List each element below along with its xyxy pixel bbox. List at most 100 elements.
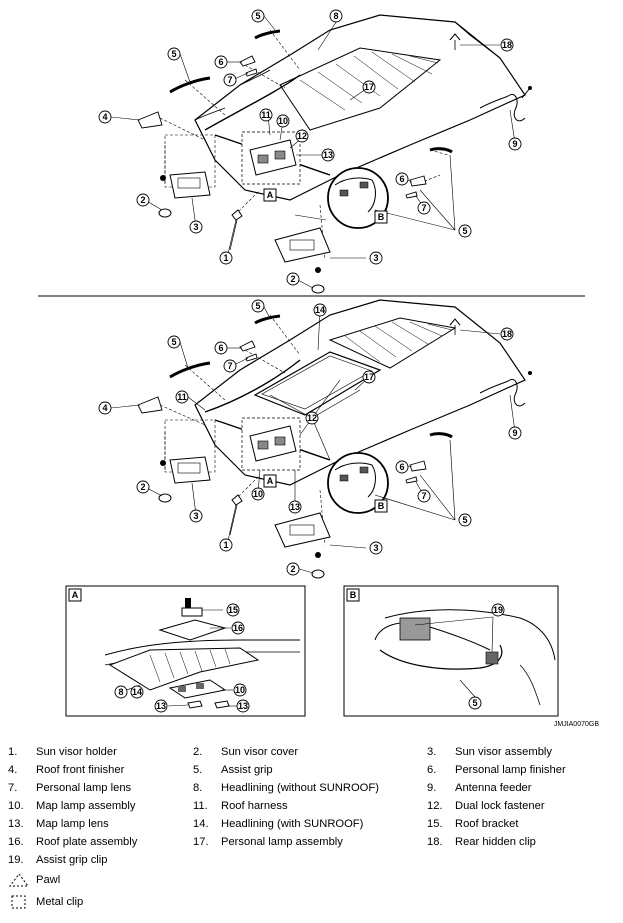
callout-2: 2 (140, 482, 145, 492)
callout-3: 3 (193, 511, 198, 521)
callout-13: 13 (156, 701, 166, 711)
parts-legend: 1.Sun visor holder 2.Sun visor cover 3.S… (8, 743, 618, 913)
callout-5: 5 (171, 49, 176, 59)
detail-ref-boxes (263, 188, 388, 513)
callout-labels: 5 8 5 6 7 4 11 10 12 13 17 18 9 6 7 5 2 … (102, 11, 517, 711)
callout-2: 2 (290, 274, 295, 284)
callout-12: 12 (297, 131, 307, 141)
callout-8: 8 (333, 11, 338, 21)
callout-2: 2 (140, 195, 145, 205)
detail-ref-b: B (378, 501, 385, 511)
callout-12: 12 (307, 413, 317, 423)
callout-5: 5 (462, 515, 467, 525)
legend-num: 11. (193, 800, 208, 812)
callout-13: 13 (323, 150, 333, 160)
callout-8: 8 (118, 687, 123, 697)
callout-14: 14 (315, 305, 325, 315)
legend-label: Map lamp lens (36, 818, 109, 830)
legend-label: Rear hidden clip (455, 836, 536, 848)
diagram-without-sunroof (137, 14, 532, 294)
legend-num: 2. (193, 746, 203, 758)
legend-num: 3. (427, 746, 437, 758)
callout-markers (98, 9, 522, 713)
legend-num: 4. (8, 764, 18, 776)
callout-5: 5 (462, 226, 467, 236)
callout-1: 1 (223, 253, 228, 263)
dashed-triangle-icon (9, 873, 29, 887)
callout-10: 10 (235, 685, 245, 695)
callout-19: 19 (493, 605, 503, 615)
callout-3: 3 (373, 543, 378, 553)
legend-label: Map lamp assembly (36, 800, 136, 812)
symbol-metal-clip: Metal clip (8, 891, 618, 913)
callout-17: 17 (364, 372, 374, 382)
callout-6: 6 (218, 57, 223, 67)
detail-ref-b: B (378, 212, 385, 222)
legend-label: Headlining (with SUNROOF) (221, 818, 364, 830)
callout-9: 9 (512, 139, 517, 149)
callout-1: 1 (223, 540, 228, 550)
legend-num: 10. (8, 800, 24, 812)
detail-b-title: B (350, 590, 357, 600)
legend-label: Assist grip (221, 764, 273, 776)
callout-6: 6 (399, 462, 404, 472)
legend-label: Roof bracket (455, 818, 519, 830)
legend-label: Personal lamp lens (36, 782, 132, 794)
legend-num: 9. (427, 782, 437, 794)
callout-17: 17 (364, 82, 374, 92)
detail-b-panel (343, 585, 559, 717)
legend-label: Personal lamp finisher (455, 764, 566, 776)
legend-num: 6. (427, 764, 437, 776)
legend-label: Dual lock fastener (455, 800, 545, 812)
legend-num: 17. (193, 836, 209, 848)
legend-label: Sun visor cover (221, 746, 299, 758)
legend-num: 16. (8, 836, 24, 848)
symbol-pawl: Pawl (8, 869, 618, 891)
legend-num: 15. (427, 818, 443, 830)
legend-label: Headlining (without SUNROOF) (221, 782, 379, 794)
legend-num: 14. (193, 818, 209, 830)
callout-11: 11 (177, 392, 187, 402)
legend-label: Roof plate assembly (36, 836, 138, 848)
legend-label: Roof harness (221, 800, 288, 812)
legend-num: 8. (193, 782, 203, 794)
callout-3: 3 (193, 222, 198, 232)
symbol-metal-clip-label: Metal clip (36, 896, 84, 908)
legend-num: 7. (8, 782, 18, 794)
exploded-diagram: JMJIA0070GB (38, 9, 599, 728)
legend-num: 1. (8, 746, 18, 758)
figure-code: JMJIA0070GB (554, 721, 599, 728)
diagram-with-sunroof (137, 299, 532, 579)
callout-10: 10 (278, 116, 288, 126)
callout-18: 18 (502, 329, 512, 339)
detail-ref-a: A (267, 476, 274, 486)
callout-9: 9 (512, 428, 517, 438)
callout-13: 13 (290, 502, 300, 512)
callout-7: 7 (227, 361, 232, 371)
legend-label: Roof front finisher (36, 764, 125, 776)
legend-label: Antenna feeder (455, 782, 532, 794)
callout-14: 14 (132, 687, 142, 697)
dashed-square-icon (11, 895, 26, 909)
callout-10: 10 (253, 489, 263, 499)
legend-num: 18. (427, 836, 443, 848)
callout-4: 4 (102, 403, 107, 413)
detail-a-title: A (72, 590, 79, 600)
callout-3: 3 (373, 253, 378, 263)
callout-5: 5 (171, 337, 176, 347)
callout-7: 7 (227, 75, 232, 85)
callout-18: 18 (502, 40, 512, 50)
callout-7: 7 (421, 491, 426, 501)
callout-5: 5 (255, 301, 260, 311)
callout-13: 13 (238, 701, 248, 711)
callout-2: 2 (290, 564, 295, 574)
callout-7: 7 (421, 203, 426, 213)
detail-ref-a: A (267, 190, 274, 200)
callout-15: 15 (228, 605, 238, 615)
leader-lines (110, 15, 516, 574)
legend-num: 13. (8, 818, 24, 830)
callout-11: 11 (261, 110, 271, 120)
callout-6: 6 (399, 174, 404, 184)
legend-label: Personal lamp assembly (221, 836, 343, 848)
legend-label: Sun visor holder (36, 746, 117, 758)
